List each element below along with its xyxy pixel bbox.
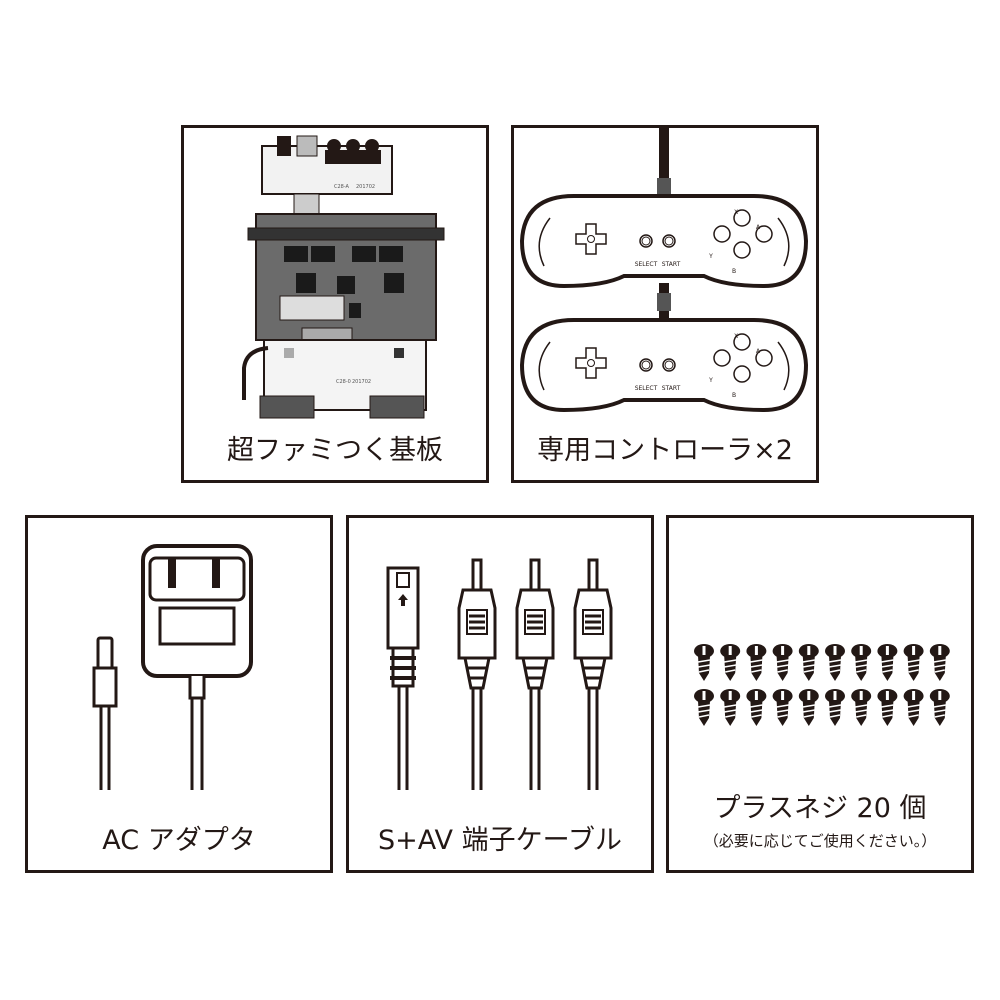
controllers-illustration: SELECT START X A Y B SELECT START X A Y … (520, 128, 808, 412)
item-label: 専用コントローラ×2 (537, 435, 793, 466)
screw-icon (876, 688, 899, 727)
item-label: 超ファミつく基板 (227, 435, 443, 466)
item-note: （必要に応じてご使用ください。） (703, 832, 937, 850)
screw-icon (929, 688, 951, 727)
screw-icon (798, 643, 820, 682)
item-ac-adapter: AC アダプタ (25, 515, 333, 873)
board-illustration: C28-A 201702 C28-0 201702 (242, 135, 445, 419)
board-code-a: C28-A (334, 184, 350, 190)
a-label-2: A (756, 348, 761, 355)
screw-icon (745, 688, 768, 727)
y-label: Y (708, 253, 713, 260)
screw-icon (902, 688, 925, 727)
ac-adapter-illustration (92, 544, 253, 790)
b-label-2: B (732, 392, 736, 399)
item-screws: プラスネジ 20 個 （必要に応じてご使用ください。） (666, 515, 974, 873)
item-controllers: SELECT START X A Y B SELECT START X A Y … (511, 125, 819, 483)
start-label: START (662, 261, 681, 268)
y-label-2: Y (708, 377, 713, 384)
screw-icon (902, 643, 925, 682)
item-av-cable: S+AV 端子ケーブル (346, 515, 654, 873)
screw-icon (824, 643, 846, 682)
screw-icon (771, 643, 794, 682)
item-label: S+AV 端子ケーブル (378, 825, 622, 856)
select-label-2: SELECT (635, 385, 658, 392)
board-code-b: C28-0 (336, 379, 351, 385)
board-date-a: 201702 (356, 184, 375, 190)
screw-icon (693, 643, 715, 682)
screw-icon (719, 643, 741, 682)
screw-icon (850, 688, 872, 727)
x-label: X (734, 209, 738, 216)
screw-icon (850, 643, 872, 682)
screw-icon (929, 643, 951, 682)
screw-icon (824, 688, 846, 727)
start-label-2: START (662, 385, 681, 392)
select-label: SELECT (635, 261, 658, 268)
screw-icon (876, 643, 899, 682)
item-label: AC アダプタ (102, 825, 256, 856)
a-label: A (756, 224, 761, 231)
screws-group (693, 643, 951, 727)
x-label-2: X (734, 333, 738, 340)
item-label: プラスネジ 20 個 (713, 793, 927, 824)
screw-icon (798, 688, 820, 727)
screw-icon (771, 688, 794, 727)
screw-icon (693, 688, 715, 727)
av-cable-illustration (386, 558, 613, 792)
screw-icon (719, 688, 741, 727)
b-label: B (732, 268, 736, 275)
item-board: C28-A 201702 C28-0 201702 超ファミつく基板 (181, 125, 489, 483)
board-date-b: 201702 (352, 379, 371, 385)
screw-icon (745, 643, 768, 682)
